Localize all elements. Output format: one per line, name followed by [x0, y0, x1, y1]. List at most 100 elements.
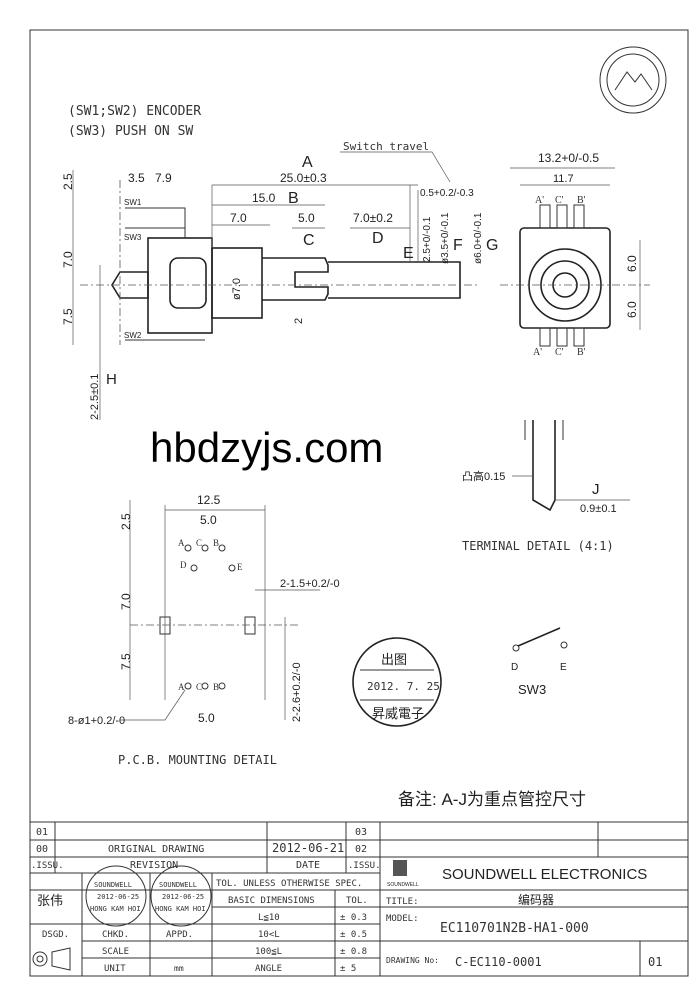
note: 备注: A-J为重点管控尺寸 — [398, 790, 586, 809]
model-value: EC110701N2B-HA1-000 — [440, 921, 589, 936]
stamp1-date: 2012-06-25 — [97, 893, 139, 901]
watermark: hbdzyjs.com — [150, 424, 383, 471]
appd-label: APPD. — [166, 930, 193, 940]
row1-issue: 01 — [36, 827, 48, 838]
dim-v-7-0: 7.0 — [61, 251, 75, 268]
unit-label: UNIT — [104, 964, 126, 974]
dim-g-label: G — [486, 237, 498, 254]
terminal-detail — [512, 420, 630, 512]
pin-top-c: C' — [555, 195, 564, 206]
pcb-v7-0: 7.0 — [119, 593, 133, 610]
pin-bottom-c: C' — [555, 347, 564, 358]
tol-value-3: ± 0.8 — [340, 947, 367, 957]
dim-7-9: 7.9 — [155, 171, 172, 185]
stamp1-person: HONG KAM HOI — [90, 905, 141, 913]
basic-dims: BASIC DIMENSIONS — [228, 896, 315, 906]
pcb-width-5-0-bottom: 5.0 — [198, 711, 215, 725]
dim-g-value: ø6.0+0/-0.1 — [473, 212, 484, 264]
sw3-d: D — [511, 662, 518, 673]
side-view — [72, 151, 480, 420]
dim-d-value: 7.0±0.2 — [353, 211, 393, 225]
dim-a-label: A — [302, 154, 313, 171]
pcb-label-d: D — [180, 560, 187, 570]
stamp2-date: 2012-06-25 — [162, 893, 204, 901]
approval-stamps — [85, 865, 212, 927]
pcb-width-12-5: 12.5 — [197, 493, 221, 507]
pcb-caption: P.C.B. MOUNTING DETAIL — [118, 753, 277, 767]
row2-date: 2012-06-21 — [272, 841, 344, 855]
dim-c-label: C — [303, 232, 315, 249]
title-block-grid — [30, 821, 688, 976]
push-switch-label: (SW3) PUSH ON SW — [68, 124, 193, 139]
pcb-label-e: E — [237, 562, 243, 572]
tol-value-4: ± 5 — [340, 964, 356, 974]
dim-f-label: F — [453, 237, 463, 254]
sw3-e: E — [560, 662, 567, 673]
stamp-top: 出图 — [381, 652, 407, 667]
release-stamp — [352, 637, 442, 727]
row2-issue: 00 — [36, 844, 48, 855]
dim-3-5: 3.5 — [128, 171, 145, 185]
unit-value: mm — [174, 964, 184, 973]
pcb-holes-dim: 8-ø1+0.2/-0 — [68, 715, 125, 727]
dim-h-label: H — [106, 371, 117, 388]
scale-label: SCALE — [102, 947, 129, 957]
front-v6-top: 6.0 — [625, 255, 639, 272]
pcb-label-c-bottom: C — [196, 682, 202, 692]
stamp1-name: SOUNDWELL — [94, 881, 132, 889]
drawing-value: C-EC110-0001 — [455, 955, 542, 969]
stamp2-person: HONG KAM HOI — [155, 905, 206, 913]
encoder-label: (SW1;SW2) ENCODER — [68, 104, 201, 119]
dim-c-value: 5.0 — [298, 211, 315, 225]
dim-7-0: 7.0 — [230, 211, 247, 225]
tol-range-4: ANGLE — [255, 964, 282, 974]
hdr-issue: .ISSU. — [31, 861, 64, 871]
front-inner-width: 11.7 — [553, 173, 574, 185]
chkd-label: CHKD. — [102, 930, 129, 940]
dim-dia-7: ø7.0 — [231, 278, 243, 300]
front-view — [500, 167, 650, 347]
row2-revision: ORIGINAL DRAWING — [108, 844, 204, 855]
pcb-label-a-bottom: A — [178, 682, 185, 692]
sheet-frame — [29, 29, 689, 977]
hdr-revision: REVISION — [130, 860, 178, 871]
pin-bottom-a: A' — [533, 347, 542, 358]
dim-e-label: E — [403, 245, 414, 262]
model-label: MODEL: — [386, 914, 419, 924]
dim-d-label: D — [372, 230, 384, 247]
pcb-v7-5: 7.5 — [119, 653, 133, 670]
tol-range-2: 10<L — [258, 930, 280, 940]
pcb-slot-dim: 2-2.6+0.2/-0 — [291, 662, 303, 722]
pcb-width-5-0: 5.0 — [200, 513, 217, 527]
pcb-label-b: B — [213, 538, 219, 548]
logo-text: SOUNDWELL — [387, 882, 419, 888]
front-v6-bottom: 6.0 — [625, 301, 639, 318]
tol-label: TOL. — [346, 896, 368, 906]
pin-top-b: B' — [577, 195, 586, 206]
dsgd-label: DSGD. — [42, 930, 69, 940]
dim-v-7-5: 7.5 — [61, 308, 75, 325]
tol-header: TOL. UNLESS OTHERWISE SPEC. — [216, 879, 362, 889]
pcb-label-c: C — [196, 538, 202, 548]
title-label: TITLE: — [386, 897, 419, 907]
designer-name: 张伟 — [37, 893, 63, 908]
row1-issue2: 03 — [355, 827, 367, 838]
terminal-caption: TERMINAL DETAIL (4:1) — [462, 539, 614, 553]
company-seal — [599, 46, 667, 114]
tol-value-1: ± 0.3 — [340, 913, 367, 923]
dim-b-label: B — [288, 190, 299, 207]
tol-value-2: ± 0.5 — [340, 930, 367, 940]
soundwell-logo — [393, 860, 407, 876]
front-width: 13.2+0/-0.5 — [538, 151, 599, 165]
pcb-label-a: A — [178, 538, 185, 548]
pcb-v2-5: 2.5 — [119, 513, 133, 530]
sw3-label: SW3 — [518, 682, 546, 697]
sw3-symbol — [512, 627, 568, 652]
dim-b-value: 15.0 — [252, 191, 276, 205]
drawing-rev: 01 — [648, 955, 662, 969]
drawing-label: DRAWING No: — [386, 956, 439, 965]
sw1-label: SW1 — [124, 198, 142, 207]
hdr-date: DATE — [296, 860, 320, 871]
dim-switch-travel: 0.5+0.2/-0.3 — [420, 188, 474, 199]
